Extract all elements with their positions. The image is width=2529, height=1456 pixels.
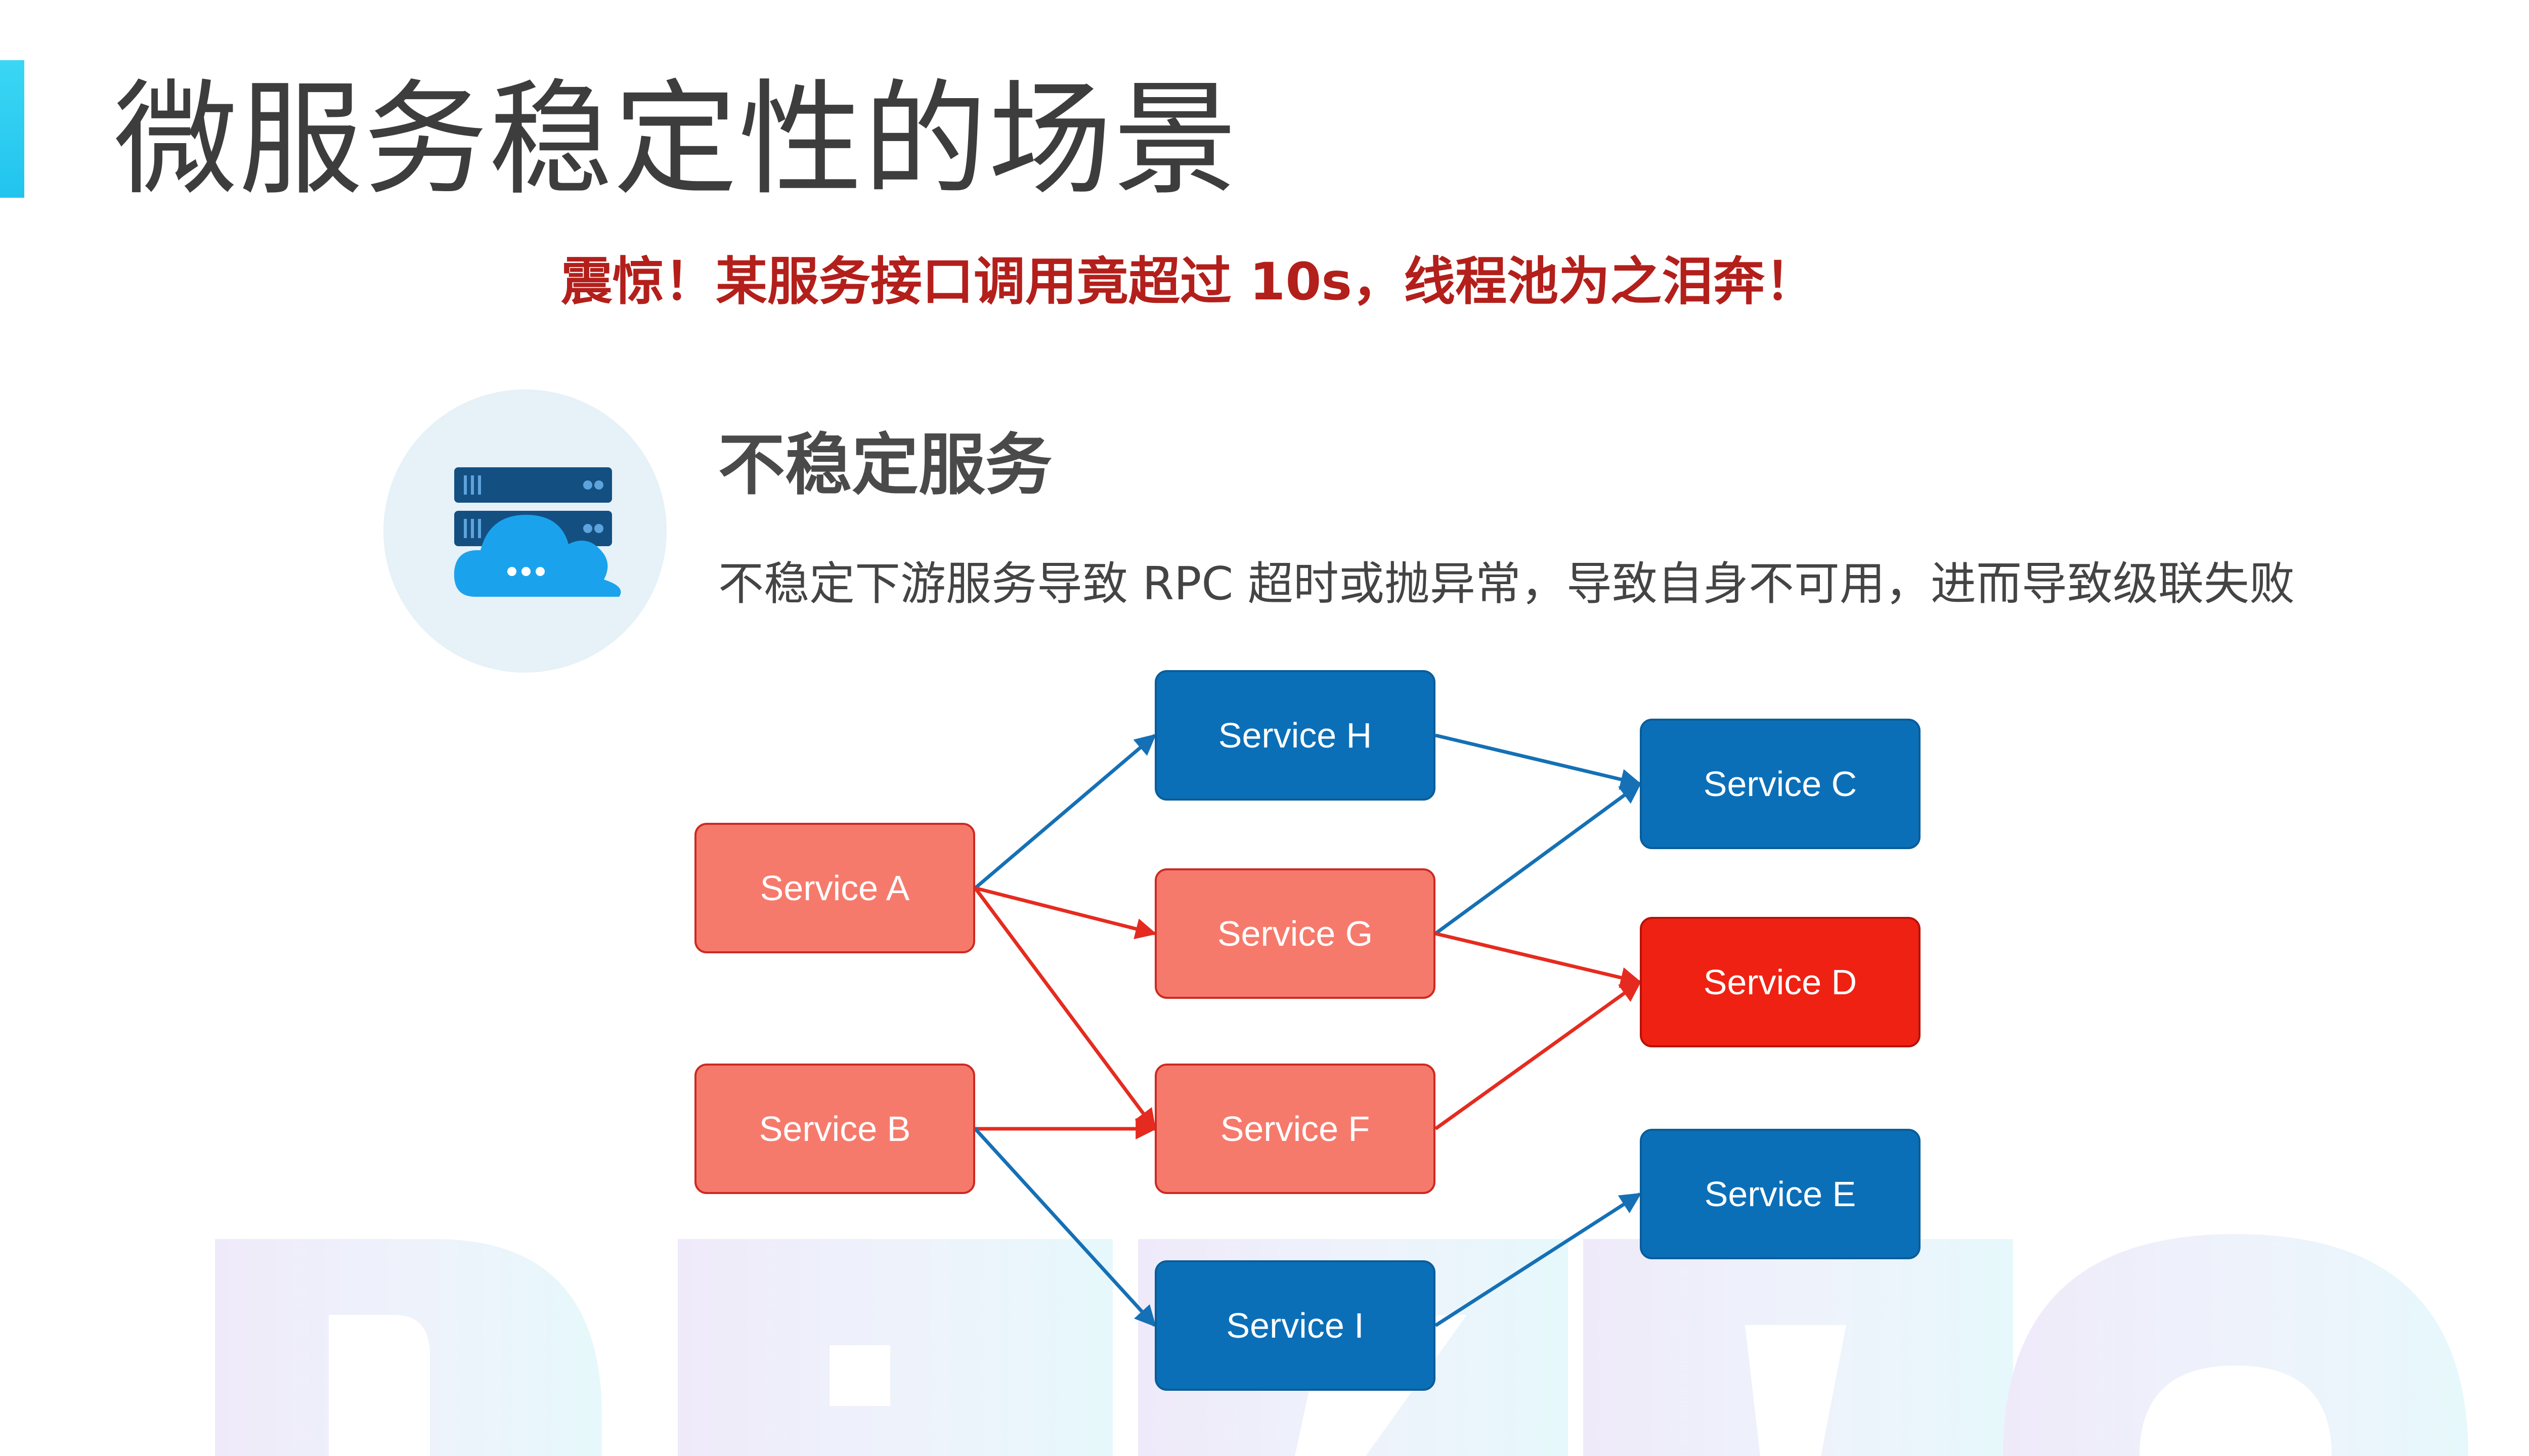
edge-a-to-g — [975, 886, 1157, 940]
service-node-a: Service A — [694, 823, 975, 953]
page-title: 微服务稳定性的场景 — [114, 68, 1238, 212]
service-node-b: Service B — [694, 1064, 975, 1194]
edge-b-to-i — [974, 1127, 1156, 1328]
headline-banner: 震惊！某服务接口调用竟超过 10s，线程池为之泪奔！ — [560, 252, 1817, 312]
service-node-h: Service H — [1155, 670, 1435, 801]
edge-i-to-e — [1434, 1193, 1642, 1327]
edge-a-to-f — [974, 887, 1156, 1131]
server-cloud-icon — [454, 467, 621, 597]
service-node-g: Service G — [1155, 868, 1435, 999]
title-accent-bar — [0, 60, 24, 198]
service-node-c: Service C — [1640, 719, 1921, 849]
section-title: 不稳定服务 — [718, 426, 1052, 504]
service-node-e: Service E — [1640, 1129, 1921, 1259]
edge-g-to-c — [1434, 782, 1642, 935]
service-node-i: Service I — [1155, 1260, 1435, 1391]
edge-a-to-h — [974, 734, 1157, 890]
service-node-f: Service F — [1155, 1064, 1435, 1194]
service-node-d: Service D — [1640, 917, 1921, 1047]
edge-g-to-d — [1435, 932, 1642, 988]
section-description: 不稳定下游服务导致 RPC 超时或抛异常，导致自身不可用，进而导致级联失败 — [718, 557, 2295, 610]
edge-h-to-c — [1435, 733, 1642, 790]
edge-f-to-d — [1434, 981, 1642, 1130]
